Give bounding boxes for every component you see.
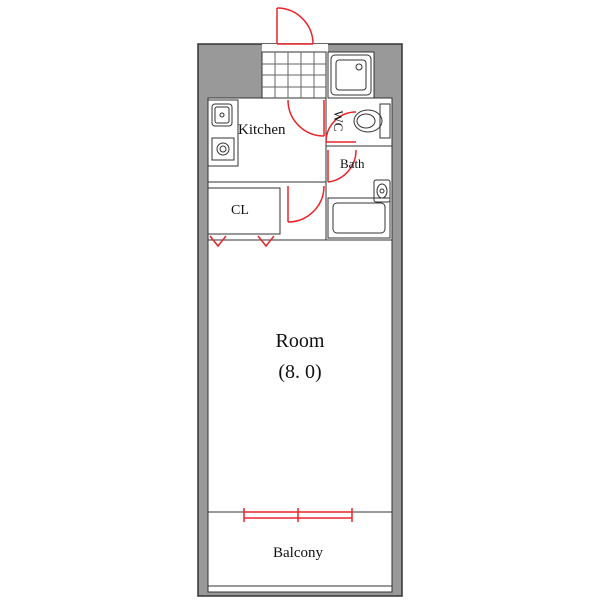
balcony-label: Balcony xyxy=(273,545,323,561)
bath-label: Bath xyxy=(340,156,365,171)
entrance-door xyxy=(276,7,314,45)
stove-icon xyxy=(211,137,235,161)
outer-walls xyxy=(197,43,403,597)
kitchen-label: Kitchen xyxy=(238,122,286,138)
balcony-window xyxy=(243,508,353,522)
entrance-tile-icon xyxy=(261,51,327,99)
room-size-label: (8. 0) xyxy=(278,361,321,383)
interior-doors xyxy=(209,99,357,248)
closet-label: CL xyxy=(231,203,249,218)
interior-walls xyxy=(207,98,392,587)
room-label: Room xyxy=(276,330,325,352)
washer-pan-icon xyxy=(330,54,372,96)
sink-icon xyxy=(211,103,233,127)
bathtub-icon xyxy=(327,197,391,239)
wc-label: WC xyxy=(331,111,346,132)
kitchen-counter xyxy=(207,99,239,167)
toilet-icon xyxy=(353,103,391,139)
